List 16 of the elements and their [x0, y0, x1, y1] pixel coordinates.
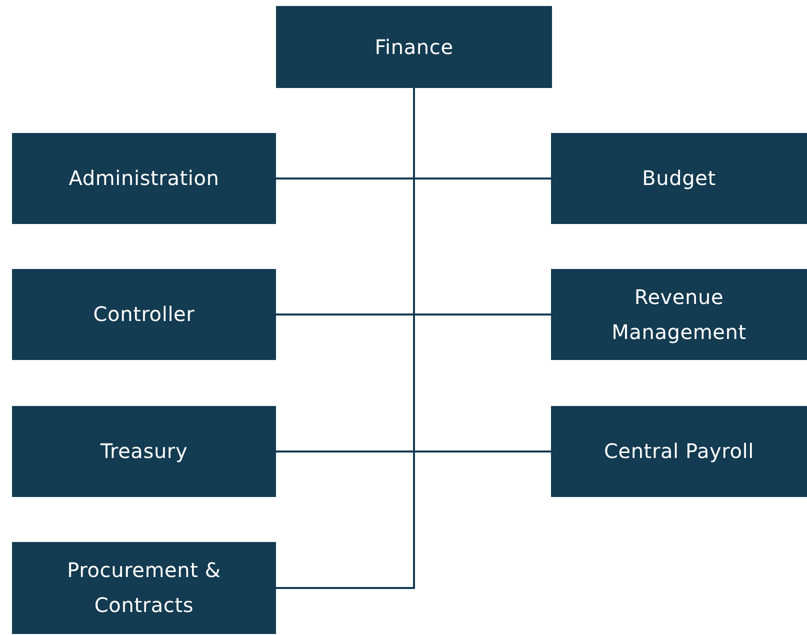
department-box	[12, 406, 276, 497]
department-name: Finance	[374, 34, 454, 60]
department-box	[12, 269, 276, 360]
department-box	[12, 133, 276, 224]
department-name: Treasury	[100, 438, 188, 465]
department-name: Controller	[93, 301, 195, 328]
department-name: Procurement & Contracts	[66, 557, 222, 619]
department-box	[12, 542, 276, 634]
department-box	[551, 269, 807, 360]
department-name: Administration	[68, 165, 220, 192]
department-box	[551, 406, 807, 497]
department-name: Central Payroll	[604, 438, 754, 465]
department-box	[551, 133, 807, 224]
department-name: Revenue Management	[610, 284, 748, 346]
department-name: Budget	[642, 165, 716, 192]
department-box	[276, 6, 552, 88]
